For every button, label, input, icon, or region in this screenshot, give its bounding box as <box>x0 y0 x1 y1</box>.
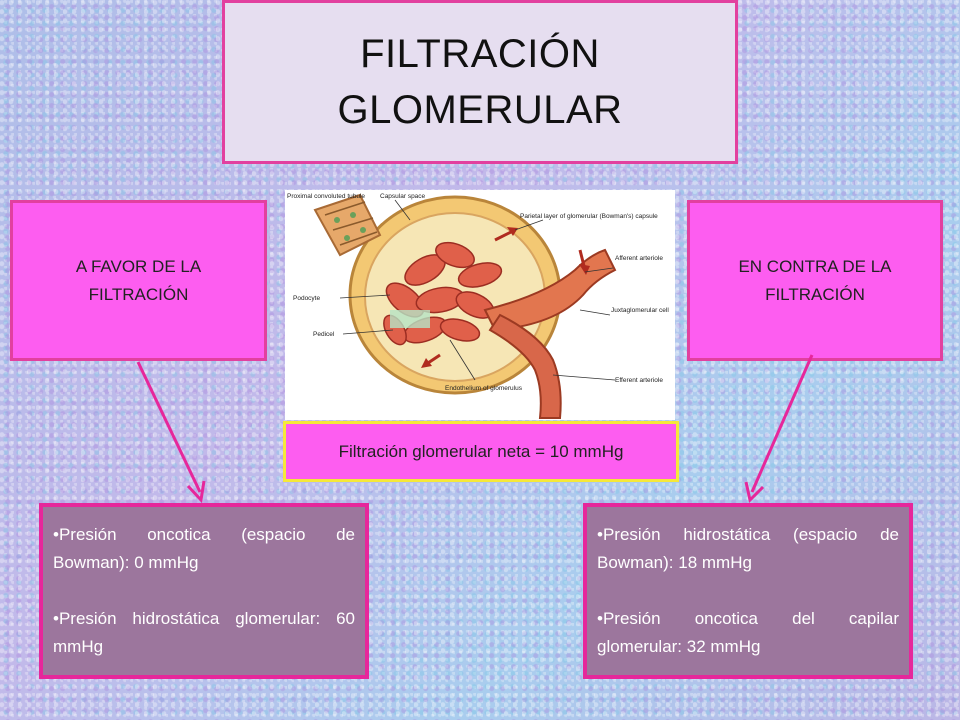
capillary-tuft-shape <box>383 241 503 346</box>
arrow-contra-head <box>744 481 765 503</box>
label-podocyte: Podocyte <box>293 295 320 302</box>
efferent-arteriole-shape <box>488 313 562 419</box>
favor-item-hydrostatic: •Presión hidrostática glomerular: 60 mmH… <box>53 609 355 656</box>
favor-label-line-1: A FAVOR DE LA <box>75 256 202 276</box>
glomerulus-illustration: Proximal convoluted tubule Capsular spac… <box>287 193 669 419</box>
label-capsular-space: Capsular space <box>380 193 426 200</box>
label-afferent-arteriole: Afferent arteriole <box>615 255 663 262</box>
label-pedicel: Pedicel <box>313 331 335 338</box>
label-proximal-tubule: Proximal convoluted tubule <box>287 193 365 200</box>
page-title: FILTRACIÓN GLOMERULAR <box>337 26 622 138</box>
favor-list-box: •Presión oncotica (espacio de Bowman): 0… <box>39 503 369 679</box>
title-box: FILTRACIÓN GLOMERULAR <box>222 0 738 164</box>
diagram-leader-lines <box>339 199 616 381</box>
arrow-favor-head <box>186 480 206 504</box>
favor-label-box: A FAVOR DE LA FILTRACIÓN <box>10 200 267 361</box>
contra-item-oncotic: •Presión oncotica del capilar glomerular… <box>597 609 899 656</box>
label-endothelium: Endothelium of glomerulus <box>445 385 523 392</box>
arrow-favor <box>136 361 202 493</box>
net-filtration-box: Filtración glomerular neta = 10 mmHg <box>283 421 679 482</box>
contra-label: EN CONTRA DE LA FILTRACIÓN <box>738 253 891 309</box>
label-parietal-layer: Parietal layer of glomerular (Bowman's) … <box>520 213 658 220</box>
favor-item-oncotic: •Presión oncotica (espacio de Bowman): 0… <box>53 525 355 572</box>
contra-item-hydrostatic: •Presión hidrostática (espacio de Bowman… <box>597 525 899 572</box>
afferent-arteriole-shape <box>483 248 617 332</box>
glomerulus-diagram: Proximal convoluted tubule Capsular spac… <box>285 190 675 420</box>
arrow-contra <box>750 354 814 493</box>
contra-label-line-2: FILTRACIÓN <box>765 284 865 304</box>
contra-label-line-1: EN CONTRA DE LA <box>738 256 892 276</box>
title-line-1: FILTRACIÓN <box>360 32 600 76</box>
favor-label-line-2: FILTRACIÓN <box>88 284 189 304</box>
label-juxtaglomerular-cell: Juxtaglomerular cell <box>611 307 669 314</box>
contra-label-box: EN CONTRA DE LA FILTRACIÓN <box>687 200 943 361</box>
contra-list-box: •Presión hidrostática (espacio de Bowman… <box>583 503 913 679</box>
title-line-2: GLOMERULAR <box>337 88 623 132</box>
favor-label: A FAVOR DE LA FILTRACIÓN <box>76 253 201 309</box>
label-efferent-arteriole: Efferent arteriole <box>615 377 663 384</box>
net-filtration-text: Filtración glomerular neta = 10 mmHg <box>338 441 624 461</box>
tubule-cells-shape <box>324 201 378 246</box>
